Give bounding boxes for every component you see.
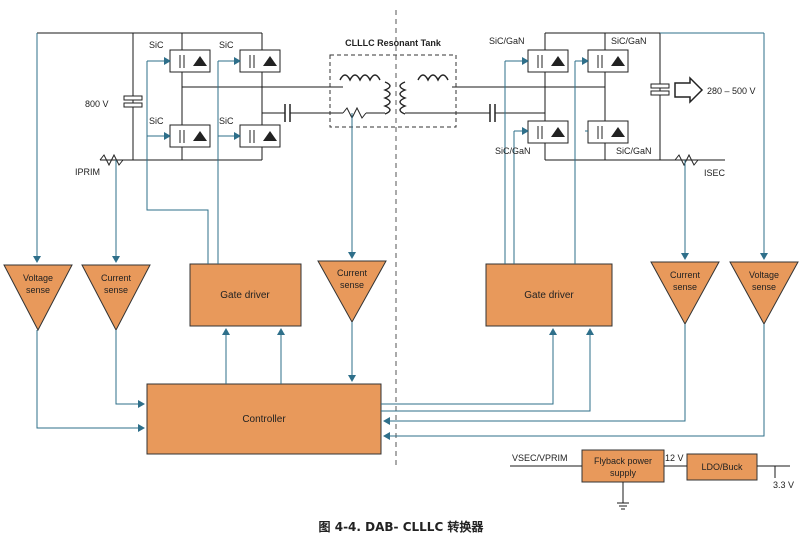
series-capacitor-primary — [284, 104, 291, 122]
iprim-label: IPRIM — [75, 167, 100, 177]
gate-driver-secondary-label: Gate driver — [524, 290, 574, 301]
flyback-label-2: supply — [610, 468, 637, 478]
current-sense-secondary-label: Current — [670, 270, 701, 280]
current-sense-tank — [317, 260, 387, 324]
controller-label: Controller — [242, 414, 286, 425]
iprim-shunt — [99, 153, 124, 167]
voltage-sense-primary-label: Voltage — [23, 273, 53, 283]
switch-label-q7: SiC/GaN — [495, 146, 531, 156]
current-sense-resistor-tank — [342, 106, 367, 120]
mosfet-q1 — [169, 49, 211, 73]
mosfet-q6 — [587, 49, 629, 73]
mosfet-q8 — [587, 120, 629, 144]
flyback-label: Flyback power — [594, 456, 652, 466]
series-capacitor-secondary — [489, 104, 496, 122]
current-sense-tank-label: Current — [337, 268, 368, 278]
figure-caption: 图 4-4. DAB- CLLLC 转换器 — [319, 519, 485, 534]
resonant-tank — [329, 54, 457, 128]
tank-title: CLLLC Resonant Tank — [345, 38, 442, 48]
mosfet-q3 — [169, 124, 211, 148]
isec-shunt — [674, 153, 699, 167]
mosfet-q4 — [239, 124, 281, 148]
aux-wiring — [510, 465, 790, 510]
voltage-sense-primary-label-2: sense — [26, 285, 50, 295]
transformer-primary-winding — [383, 81, 391, 115]
mosfet-q2 — [239, 49, 281, 73]
controller-block — [146, 383, 382, 455]
gate-driver-primary-label: Gate driver — [220, 290, 270, 301]
output-voltage-label: 280 – 500 V — [707, 86, 756, 96]
current-sense-secondary-label-2: sense — [673, 282, 697, 292]
current-sense-primary-label: Current — [101, 273, 132, 283]
primary-dc-capacitor — [123, 95, 143, 108]
voltage-sense-secondary-label: Voltage — [749, 270, 779, 280]
voltage-sense-secondary — [729, 261, 799, 326]
output-arrow-icon — [674, 76, 704, 104]
transformer-secondary-winding — [399, 81, 407, 115]
vsec-vprim-label: VSEC/VPRIM — [512, 453, 568, 463]
switch-label-q4: SiC — [219, 116, 234, 126]
v12-label: 12 V — [665, 453, 684, 463]
current-sense-secondary — [650, 261, 720, 326]
isec-label: ISEC — [704, 168, 726, 178]
switch-label-q1: SiC — [149, 40, 164, 50]
switch-label-q3: SiC — [149, 116, 164, 126]
primary-inductor — [339, 74, 381, 82]
voltage-sense-primary — [3, 264, 73, 332]
v33-label: 3.3 V — [773, 480, 794, 490]
switch-label-q6: SiC/GaN — [611, 36, 647, 46]
gate-driver-primary — [189, 263, 302, 327]
ldo-label: LDO/Buck — [701, 462, 743, 472]
gate-driver-secondary — [485, 263, 613, 327]
mosfet-q5 — [527, 49, 569, 73]
secondary-dc-capacitor — [650, 83, 670, 96]
voltage-sense-secondary-label-2: sense — [752, 282, 776, 292]
current-sense-primary-label-2: sense — [104, 285, 128, 295]
input-voltage-label: 800 V — [85, 99, 109, 109]
flyback-supply-block — [581, 449, 665, 483]
current-sense-tank-label-2: sense — [340, 280, 364, 290]
current-sense-primary — [81, 264, 151, 332]
signal-lines — [33, 32, 768, 440]
switch-label-q2: SiC — [219, 40, 234, 50]
mosfet-q7 — [527, 120, 569, 144]
switch-label-q8: SiC/GaN — [616, 146, 652, 156]
secondary-inductor — [417, 74, 449, 82]
switch-label-q5: SiC/GaN — [489, 36, 525, 46]
ldo-buck-block — [686, 453, 758, 481]
